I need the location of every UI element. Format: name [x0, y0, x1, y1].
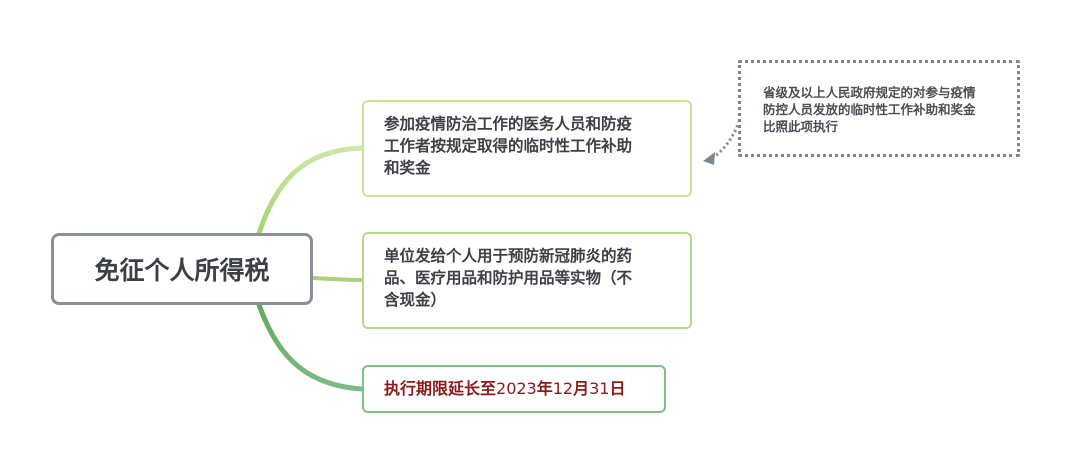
- branch-2-line-3: 含现金）: [384, 291, 447, 309]
- branch-topic-1[interactable]: 参加疫情防治工作的医务人员和防疫 工作者按规定取得的临时性工作补助 和奖金: [362, 100, 692, 197]
- branch-1-line-2: 工作者按规定取得的临时性工作补助: [384, 137, 633, 155]
- callout-line-3: 比照此项执行: [763, 119, 839, 134]
- connector-branch-3: [255, 299, 365, 392]
- branch-2-line-2: 品、医疗用品和防护用品等实物（不: [384, 269, 633, 287]
- branch-1-line-1: 参加疫情防治工作的医务人员和防疫: [384, 115, 633, 133]
- root-topic-label: 免征个人所得税: [94, 256, 270, 285]
- callout-arrow-icon: [703, 152, 715, 165]
- callout-line-1: 省级及以上人民政府规定的对参与疫情: [763, 85, 976, 100]
- callout-note[interactable]: 省级及以上人民政府规定的对参与疫情 防控人员发放的临时性工作补助和奖金 比照此项…: [738, 60, 1020, 157]
- callout-connector: [711, 115, 743, 160]
- branch-2-line-1: 单位发给个人用于预防新冠肺炎的药: [384, 247, 633, 265]
- connector-branch-2: [311, 276, 364, 282]
- deadline-year: 2023: [496, 379, 537, 398]
- deadline-month: 12: [552, 379, 574, 398]
- root-topic[interactable]: 免征个人所得税: [51, 233, 313, 305]
- deadline-day: 31: [589, 379, 610, 398]
- deadline-day-unit: 日: [609, 379, 626, 398]
- connector-branch-1: [255, 145, 365, 239]
- callout-line-2: 防控人员发放的临时性工作补助和奖金: [763, 102, 976, 117]
- branch-topic-2[interactable]: 单位发给个人用于预防新冠肺炎的药 品、医疗用品和防护用品等实物（不 含现金）: [362, 232, 692, 329]
- deadline-prefix: 执行期限延长至: [384, 379, 497, 398]
- branch-1-line-3: 和奖金: [384, 159, 431, 177]
- deadline-year-unit: 年: [536, 379, 553, 398]
- deadline-month-unit: 月: [573, 379, 590, 398]
